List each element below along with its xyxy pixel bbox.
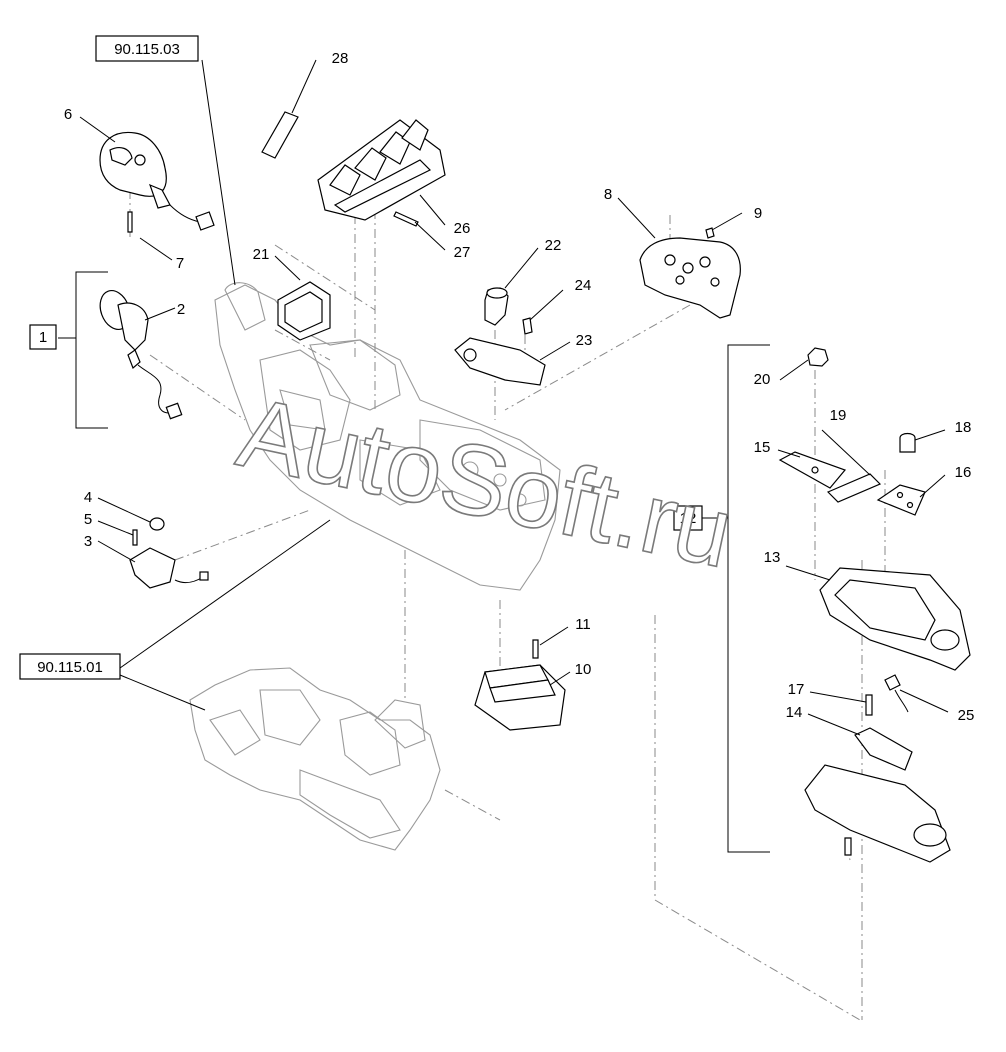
part-6-joystick-handle [99,131,215,231]
part-19-pad [826,473,882,503]
callout-27: 27 [454,244,471,261]
part-28-label-strip [261,111,299,159]
ref-bottom-label: 90.115.01 [37,659,103,676]
callout-25: 25 [958,707,975,724]
part-27-screw [393,211,419,227]
callout-26: 26 [454,220,471,237]
group-1-bracket [58,271,108,429]
console-assembly-ghost [214,282,561,591]
callout-11: 11 [575,616,591,633]
callout-16: 16 [955,464,972,481]
group-12-bracket [702,344,770,853]
part-3-switch-bracket [129,547,209,589]
callout-2: 2 [177,301,185,318]
part-22-rotary-knob [484,287,509,326]
watermark: AutoSoft.ru [228,375,742,590]
part-26-switch-panel [317,119,446,221]
assembly-center-lines [129,190,886,1021]
callout-20: 20 [754,371,771,388]
callout-4: 4 [84,489,92,506]
ref-box-top: 90.115.03 [95,35,199,62]
callout-numbers: 6 7 2 4 5 3 28 21 26 27 22 24 23 8 9 11 … [64,50,975,724]
callout-15: 15 [754,439,771,456]
callout-24: 24 [575,277,592,294]
console-base-ghost [189,667,441,851]
callout-7: 7 [176,255,184,272]
callout-6: 6 [64,106,72,123]
part-7-screw [127,211,133,233]
part-armrest-bottom [804,764,951,863]
part-18-cap [899,432,916,453]
part-17-screw [865,694,873,716]
callout-14: 14 [786,704,803,721]
callout-8: 8 [604,186,612,203]
part-10-fuse-box [474,664,566,731]
ref-box-bottom: 90.115.01 [19,653,121,680]
callout-13: 13 [764,549,781,566]
watermark-text: AutoSoft.ru [229,376,742,590]
part-23-bracket [454,337,546,386]
callout-28: 28 [332,50,349,67]
part-21-display [277,281,331,341]
callout-18: 18 [955,419,972,436]
callout-19: 19 [830,407,847,424]
part-15-plate [778,451,847,489]
callout-3: 3 [84,533,92,550]
part-20-knob [807,347,829,367]
part-25-cable [884,674,909,713]
callout-leaders [79,59,949,736]
part-4-cap [149,517,165,531]
group-1-label: 1 [39,329,47,346]
callout-23: 23 [576,332,593,349]
part-16-plate [876,484,926,516]
callout-21: 21 [253,246,270,263]
callout-22: 22 [545,237,562,254]
group-12-label: 12 [680,510,697,527]
part-11-screw [532,639,539,659]
ref-top-label: 90.115.03 [114,41,180,58]
callout-17: 17 [788,681,805,698]
part-5-screw [132,529,138,546]
part-2-joystick [99,290,183,420]
group-box-12: 12 [673,505,703,531]
callout-10: 10 [575,661,592,678]
part-8-control-panel [639,237,741,319]
group-box-1: 1 [29,324,57,350]
part-14-plate [854,727,913,771]
part-24-screw [522,317,533,335]
callout-5: 5 [84,511,92,528]
part-13-armrest-top [819,567,971,671]
part-9-screw [705,227,715,239]
callout-9: 9 [754,205,762,222]
